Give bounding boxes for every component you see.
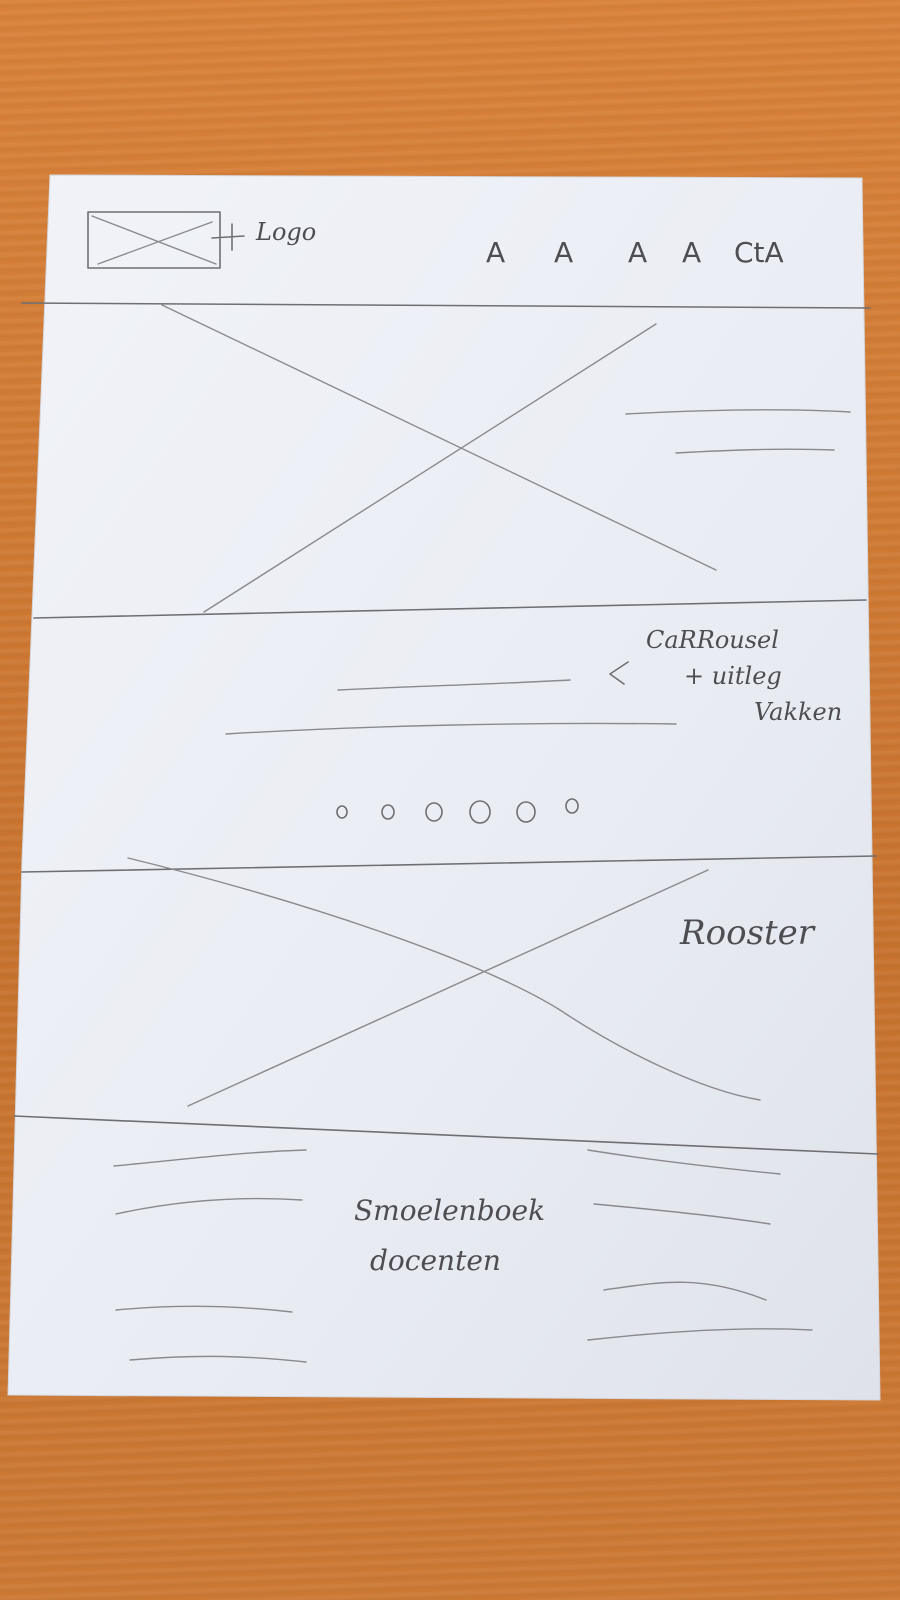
- hero-text-lines: [625, 409, 851, 454]
- carousel-note-line3: Vakken: [754, 698, 842, 726]
- carousel-dots: [336, 798, 579, 824]
- divider-hero: [33, 599, 867, 619]
- cta-button[interactable]: CtA: [734, 236, 784, 269]
- carousel-note-arrow: [609, 661, 629, 685]
- hero-section: [161, 304, 851, 613]
- schedule-image-placeholder: [127, 857, 761, 1107]
- teachers-text-lines-right: [587, 1149, 813, 1341]
- nav-item-1[interactable]: A: [486, 236, 505, 269]
- carousel-dot[interactable]: [425, 802, 443, 822]
- carousel-note-line1: CaRRousel: [646, 626, 779, 654]
- teachers-section: Smoelenboek docenten: [113, 1149, 813, 1363]
- teachers-text-lines-left: [113, 1149, 307, 1363]
- teachers-label-line1: Smoelenboek: [354, 1194, 545, 1227]
- nav-item-2[interactable]: A: [554, 236, 573, 269]
- carousel-dot[interactable]: [381, 804, 395, 820]
- carousel-dot[interactable]: [469, 800, 491, 824]
- divider-schedule: [13, 1115, 879, 1155]
- logo-label: Logo: [255, 218, 316, 246]
- carousel-section: CaRRousel + uitleg Vakken: [225, 626, 842, 824]
- divider-carousel: [21, 855, 877, 873]
- nav-item-3[interactable]: A: [628, 236, 647, 269]
- paper: [7, 174, 881, 1401]
- nav-item-4[interactable]: A: [682, 236, 701, 269]
- carousel-dot[interactable]: [336, 805, 348, 819]
- schedule-label: Rooster: [679, 913, 816, 953]
- hero-image-placeholder: [161, 304, 717, 613]
- divider-header: [21, 302, 871, 309]
- carousel-dot[interactable]: [565, 798, 579, 814]
- header-section: Logo A A A A CtA: [87, 211, 784, 269]
- carousel-note-line2: + uitleg: [684, 662, 782, 690]
- logo-placeholder: [87, 211, 221, 269]
- carousel-text-lines: [225, 679, 677, 735]
- teachers-label-line2: docenten: [370, 1244, 501, 1277]
- schedule-section: Rooster: [127, 857, 816, 1107]
- carousel-dot[interactable]: [516, 801, 536, 823]
- logo-arrow: [211, 223, 245, 251]
- nav-menu: A A A A CtA: [486, 236, 784, 269]
